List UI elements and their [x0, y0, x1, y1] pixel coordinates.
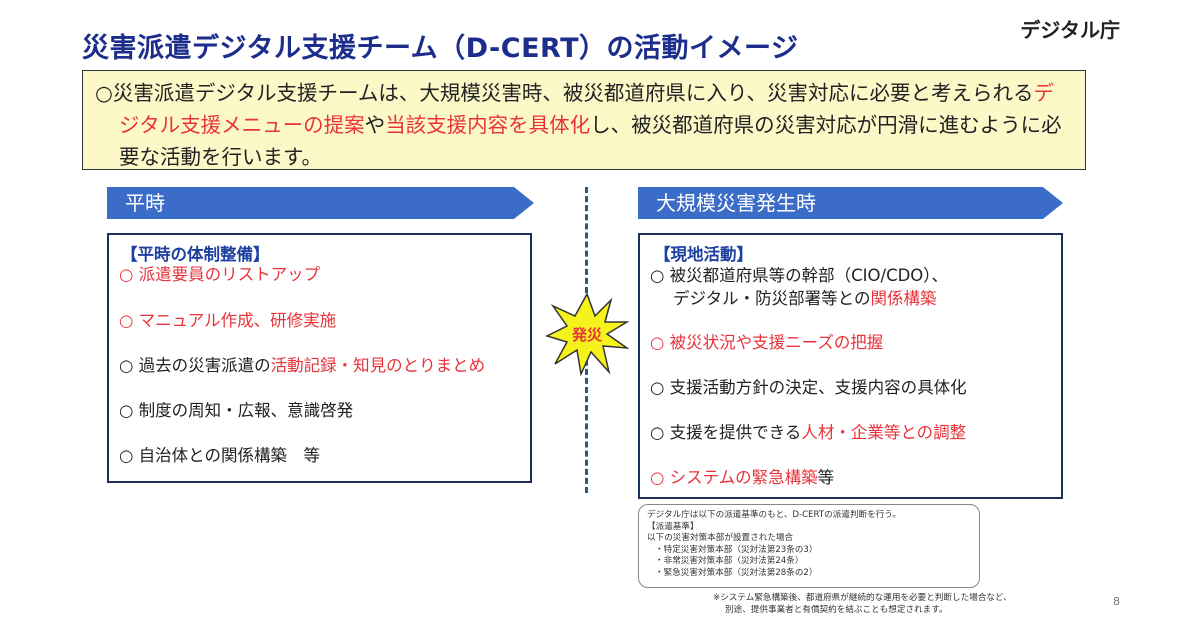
page-number: 8 — [1113, 595, 1120, 608]
normal-item-2: ○ マニュアル作成、研修実施 — [119, 311, 337, 330]
dispatch-criteria-note: デジタル庁は以下の派遣基準のもと、D-CERTの派遣判断を行う。 【派遣基準】 … — [638, 504, 980, 588]
footnote-line-1: ※システム緊急構築後、都道府県が継続的な運用を必要と判断した場合など、 — [713, 593, 1012, 603]
disaster-item-2: ○ 被災状況や支援ニーズの把握 — [650, 333, 884, 352]
disaster-item-3: ○ 支援活動方針の決定、支援内容の具体化 — [650, 378, 967, 397]
disaster-item-1-line-1: ○ 被災都道府県等の幹部（CIO/CDO）、 — [650, 266, 949, 285]
normal-item-3: ○ 過去の災害派遣の活動記録・知見のとりまとめ — [119, 356, 486, 375]
note-line: ・非常災害対策本部（災対法第24条） — [655, 556, 804, 567]
note-line: ・緊急災害対策本部（災対法第28条の2） — [655, 567, 818, 578]
normal-time-box-title: 【平時の体制整備】 — [121, 245, 270, 264]
note-line: ・特定災害対策本部（災対法第23条の3） — [655, 544, 818, 555]
normal-item-4: ○ 制度の周知・広報、意識啓発 — [119, 401, 354, 420]
disaster-burst-icon: 発災 — [545, 292, 629, 376]
disaster-item-5: ○ システムの緊急構築等 — [650, 468, 835, 487]
note-line: 【派遣基準】 — [647, 521, 699, 532]
footnote: ※システム緊急構築後、都道府県が継続的な運用を必要と判断した場合など、 別途、提… — [713, 592, 1012, 616]
note-line: デジタル庁は以下の派遣基準のもと、D-CERTの派遣判断を行う。 — [647, 510, 901, 520]
disaster-time-box: 【現地活動】 ○ 被災都道府県等の幹部（CIO/CDO）、 デジタル・防災部署等… — [638, 233, 1063, 499]
summary-highlight-2: 当該支援内容を具体化 — [385, 113, 591, 137]
normal-time-arrow: 平時 — [107, 187, 534, 219]
normal-item-1: ○ 派遣要員のリストアップ — [119, 265, 321, 284]
disaster-item-1-line-2: デジタル・防災部署等との関係構築 — [673, 289, 937, 308]
summary-text: ○災害派遣デジタル支援チームは、大規模災害時、被災都道府県に入り、災害対応に必要… — [95, 77, 1073, 173]
summary-highlight-1: デジタル支援メニューの提案 — [119, 81, 1055, 137]
disaster-time-arrow: 大規模災害発生時 — [638, 187, 1063, 219]
organization-name: デジタル庁 — [1020, 18, 1120, 42]
summary-part-2: や — [364, 113, 386, 137]
disaster-item-4: ○ 支援を提供できる人材・企業等との調整 — [650, 423, 967, 442]
note-line: 以下の災害対策本部が設置された場合 — [647, 533, 794, 544]
page-title: 災害派遣デジタル支援チーム（D-CERT）の活動イメージ — [82, 33, 799, 64]
disaster-time-box-title: 【現地活動】 — [654, 245, 753, 264]
summary-part-1: 災害派遣デジタル支援チームは、大規模災害時、被災都道府県に入り、災害対応に必要と… — [112, 81, 1034, 105]
summary-bullet: ○ — [95, 81, 113, 105]
normal-item-5: ○ 自治体との関係構築 等 — [119, 446, 320, 465]
summary-part-3: し、被災都道府県の災害対応が円滑に進むように必要な活動を行います。 — [119, 113, 1062, 169]
normal-time-box: 【平時の体制整備】 ○ 派遣要員のリストアップ ○ マニュアル作成、研修実施 ○… — [107, 233, 532, 483]
summary-box: ○災害派遣デジタル支援チームは、大規模災害時、被災都道府県に入り、災害対応に必要… — [82, 70, 1086, 170]
footnote-line-2: 別途、提供事業者と有償契約を結ぶことも想定されます。 — [725, 605, 948, 615]
burst-label: 発災 — [571, 326, 603, 344]
